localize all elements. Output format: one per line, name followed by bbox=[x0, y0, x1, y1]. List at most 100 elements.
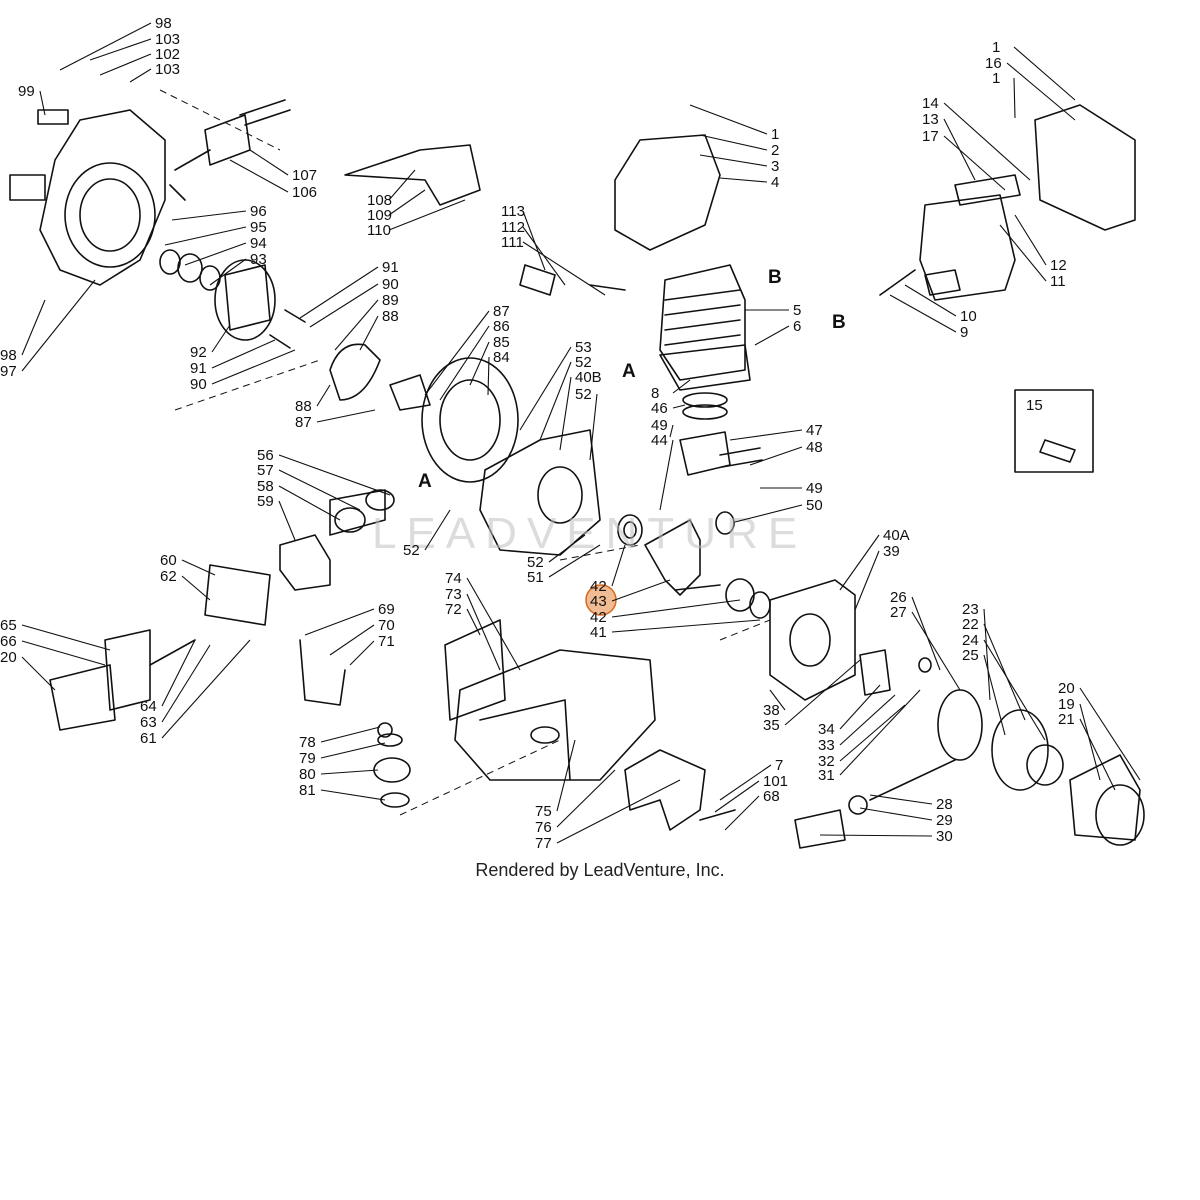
callout-99[interactable]: 99 bbox=[18, 83, 35, 100]
callout-30[interactable]: 30 bbox=[936, 828, 953, 845]
callout-49[interactable]: 49 bbox=[806, 480, 823, 497]
callout-32[interactable]: 32 bbox=[818, 753, 835, 770]
callout-66[interactable]: 66 bbox=[0, 633, 17, 650]
callout-6[interactable]: 6 bbox=[793, 318, 801, 335]
callout-48[interactable]: 48 bbox=[806, 439, 823, 456]
callout-107[interactable]: 107 bbox=[292, 167, 317, 184]
callout-72[interactable]: 72 bbox=[445, 601, 462, 618]
callout-38[interactable]: 38 bbox=[763, 702, 780, 719]
callout-1[interactable]: 1 bbox=[771, 126, 779, 143]
callout-8[interactable]: 8 bbox=[651, 385, 659, 402]
callout-74[interactable]: 74 bbox=[445, 570, 462, 587]
callout-1[interactable]: 1 bbox=[992, 70, 1000, 87]
callout-31[interactable]: 31 bbox=[818, 767, 835, 784]
callout-27[interactable]: 27 bbox=[890, 604, 907, 621]
callout-41[interactable]: 41 bbox=[590, 624, 607, 641]
callout-106[interactable]: 106 bbox=[292, 184, 317, 201]
callout-42[interactable]: 42 bbox=[590, 609, 607, 626]
callout-1[interactable]: 1 bbox=[992, 39, 1000, 56]
callout-64[interactable]: 64 bbox=[140, 698, 157, 715]
callout-7[interactable]: 7 bbox=[775, 757, 783, 774]
callout-103[interactable]: 103 bbox=[155, 61, 180, 78]
callout-10[interactable]: 10 bbox=[960, 308, 977, 325]
callout-25[interactable]: 25 bbox=[962, 647, 979, 664]
callout-47[interactable]: 47 bbox=[806, 422, 823, 439]
callout-65[interactable]: 65 bbox=[0, 617, 17, 634]
callout-24[interactable]: 24 bbox=[962, 632, 979, 649]
callout-14[interactable]: 14 bbox=[922, 95, 939, 112]
callout-86[interactable]: 86 bbox=[493, 318, 510, 335]
callout-92[interactable]: 92 bbox=[190, 344, 207, 361]
callout-17[interactable]: 17 bbox=[922, 128, 939, 145]
callout-76[interactable]: 76 bbox=[535, 819, 552, 836]
callout-16[interactable]: 16 bbox=[985, 55, 1002, 72]
callout-68[interactable]: 68 bbox=[763, 788, 780, 805]
callout-40B[interactable]: 40B bbox=[575, 369, 602, 386]
callout-110[interactable]: 110 bbox=[367, 222, 391, 239]
callout-5[interactable]: 5 bbox=[793, 302, 801, 319]
callout-52[interactable]: 52 bbox=[403, 542, 420, 559]
callout-112[interactable]: 112 bbox=[501, 219, 525, 236]
callout-60[interactable]: 60 bbox=[160, 552, 177, 569]
callout-98[interactable]: 98 bbox=[0, 347, 17, 364]
callout-85[interactable]: 85 bbox=[493, 334, 510, 351]
callout-89[interactable]: 89 bbox=[382, 292, 399, 309]
callout-61[interactable]: 61 bbox=[140, 730, 157, 747]
callout-87[interactable]: 87 bbox=[493, 303, 510, 320]
callout-51[interactable]: 51 bbox=[527, 569, 544, 586]
callout-93[interactable]: 93 bbox=[250, 251, 267, 268]
callout-84[interactable]: 84 bbox=[493, 349, 510, 366]
callout-4[interactable]: 4 bbox=[771, 174, 779, 191]
callout-95[interactable]: 95 bbox=[250, 219, 267, 236]
callout-113[interactable]: 113 bbox=[501, 203, 525, 220]
callout-44[interactable]: 44 bbox=[651, 432, 668, 449]
callout-20[interactable]: 20 bbox=[1058, 680, 1075, 697]
callout-97[interactable]: 97 bbox=[0, 363, 17, 380]
callout-2[interactable]: 2 bbox=[771, 142, 779, 159]
callout-19[interactable]: 19 bbox=[1058, 696, 1075, 713]
callout-63[interactable]: 63 bbox=[140, 714, 157, 731]
callout-75[interactable]: 75 bbox=[535, 803, 552, 820]
callout-73[interactable]: 73 bbox=[445, 586, 462, 603]
callout-69[interactable]: 69 bbox=[378, 601, 395, 618]
callout-52[interactable]: 52 bbox=[575, 354, 592, 371]
callout-77[interactable]: 77 bbox=[535, 835, 552, 852]
callout-70[interactable]: 70 bbox=[378, 617, 395, 634]
callout-29[interactable]: 29 bbox=[936, 812, 953, 829]
callout-53[interactable]: 53 bbox=[575, 339, 592, 356]
callout-111[interactable]: 111 bbox=[501, 234, 524, 251]
callout-39[interactable]: 39 bbox=[883, 543, 900, 560]
callout-22[interactable]: 22 bbox=[962, 616, 979, 633]
callout-28[interactable]: 28 bbox=[936, 796, 953, 813]
callout-34[interactable]: 34 bbox=[818, 721, 835, 738]
callout-13[interactable]: 13 bbox=[922, 111, 939, 128]
callout-49[interactable]: 49 bbox=[651, 417, 668, 434]
callout-101[interactable]: 101 bbox=[763, 773, 788, 790]
callout-43[interactable]: 43 bbox=[590, 593, 607, 610]
callout-50[interactable]: 50 bbox=[806, 497, 823, 514]
callout-62[interactable]: 62 bbox=[160, 568, 177, 585]
callout-98[interactable]: 98 bbox=[155, 15, 172, 32]
callout-80[interactable]: 80 bbox=[299, 766, 316, 783]
callout-102[interactable]: 102 bbox=[155, 46, 180, 63]
callout-109[interactable]: 109 bbox=[367, 207, 392, 224]
callout-3[interactable]: 3 bbox=[771, 158, 779, 175]
callout-59[interactable]: 59 bbox=[257, 493, 274, 510]
callout-103[interactable]: 103 bbox=[155, 31, 180, 48]
callout-35[interactable]: 35 bbox=[763, 717, 780, 734]
callout-57[interactable]: 57 bbox=[257, 462, 274, 479]
callout-91[interactable]: 91 bbox=[382, 259, 399, 276]
callout-96[interactable]: 96 bbox=[250, 203, 267, 220]
callout-87[interactable]: 87 bbox=[295, 414, 312, 431]
callout-78[interactable]: 78 bbox=[299, 734, 316, 751]
callout-90[interactable]: 90 bbox=[190, 376, 207, 393]
callout-56[interactable]: 56 bbox=[257, 447, 274, 464]
callout-58[interactable]: 58 bbox=[257, 478, 274, 495]
callout-33[interactable]: 33 bbox=[818, 737, 835, 754]
callout-71[interactable]: 71 bbox=[378, 633, 395, 650]
callout-94[interactable]: 94 bbox=[250, 235, 267, 252]
callout-46[interactable]: 46 bbox=[651, 400, 668, 417]
callout-52[interactable]: 52 bbox=[527, 554, 544, 571]
callout-40A[interactable]: 40A bbox=[883, 527, 910, 544]
callout-42[interactable]: 42 bbox=[590, 578, 607, 595]
